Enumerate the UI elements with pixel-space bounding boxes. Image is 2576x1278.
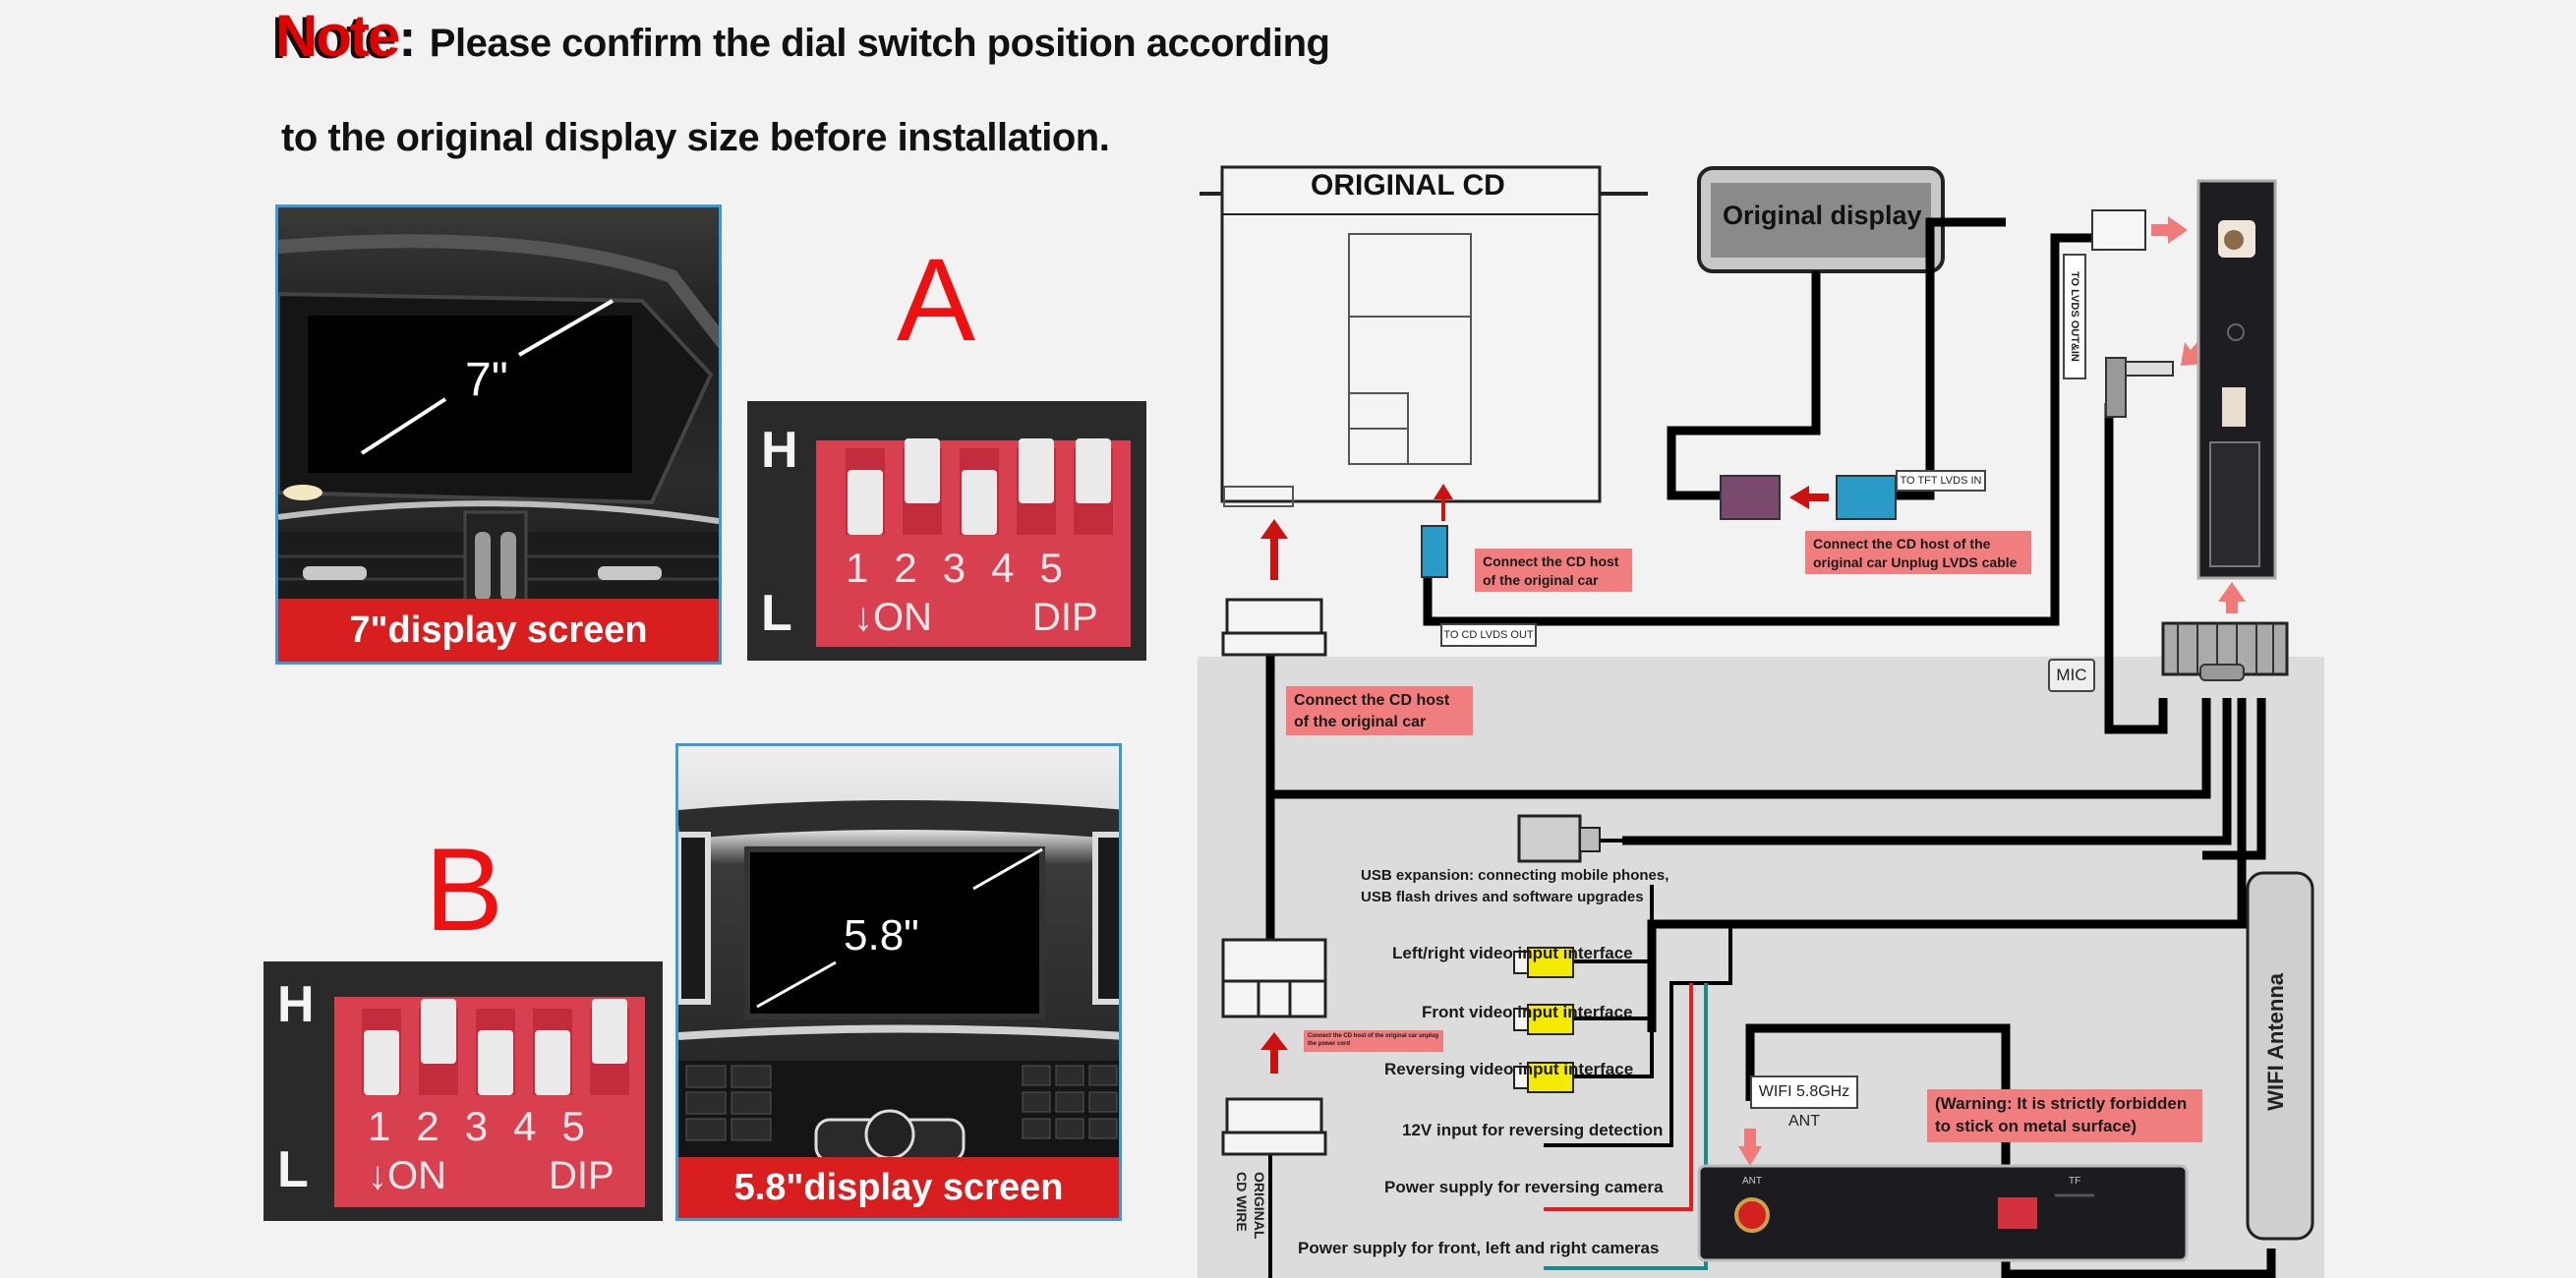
label-power-front-cameras: Power supply for front, left and right c… bbox=[1298, 1239, 1660, 1257]
dip-a-num-2: 2 bbox=[894, 545, 917, 591]
note-label: Note bbox=[275, 3, 400, 69]
dip-b-dip-label: DIP bbox=[549, 1154, 615, 1197]
dip-b-low-label: L bbox=[277, 1141, 309, 1198]
label-front-video: Front video input interface bbox=[1422, 1003, 1633, 1021]
callout-connect-cd-host-lvds: Connect the CD host of the original car … bbox=[1805, 531, 2031, 574]
dip-a-lever-2[interactable] bbox=[905, 438, 940, 503]
label-reversing-video: Reversing video input interface bbox=[1384, 1060, 1634, 1078]
tag-to-cd-lvds-out: TO CD LVDS OUT bbox=[1440, 623, 1537, 647]
dip-b-num-4: 4 bbox=[513, 1103, 537, 1149]
dip-b-num-3: 3 bbox=[464, 1103, 489, 1149]
display-photo-7in: 7" 7"display screen bbox=[275, 204, 722, 665]
option-letter-a: A bbox=[897, 234, 976, 366]
dip-b-lever-4[interactable] bbox=[535, 1030, 570, 1095]
callout-connect-cd-host-2: Connect the CD host of the original car bbox=[1286, 686, 1473, 735]
callout-warning: (Warning: It is strictly forbidden to st… bbox=[1927, 1089, 2202, 1142]
dip-b-num-1: 1 bbox=[368, 1103, 391, 1149]
dip-b-lever-3[interactable] bbox=[478, 1030, 513, 1095]
option-letter-b: B bbox=[425, 824, 504, 956]
harness-connector bbox=[2161, 621, 2289, 681]
dip-a-high-label: H bbox=[761, 422, 798, 479]
dip-b-num-5: 5 bbox=[561, 1103, 585, 1149]
note-text-line1: Please confirm the dial switch position … bbox=[429, 22, 1330, 65]
label-reversing-detect: 12V input for reversing detection bbox=[1402, 1121, 1664, 1139]
label-original-cd-wire: ORIGINAL CD WIRE bbox=[1234, 1172, 1267, 1240]
caption-5-8in: 5.8"display screen bbox=[678, 1157, 1119, 1218]
note-colon: : bbox=[398, 9, 416, 68]
dip-a-on-label: ↓ON bbox=[853, 596, 932, 639]
callout-connect-cd-host-power: Connect the CD host of the original car … bbox=[1304, 1030, 1443, 1052]
tag-wifi-5-8ghz-ant: WIFI 5.8GHz ANT bbox=[1750, 1075, 1858, 1130]
tag-to-lvds-out-in: TO LVDS OUT&IN bbox=[2063, 254, 2086, 379]
wifi-antenna-icon bbox=[2246, 871, 2314, 1241]
cd-connector-bottom bbox=[1221, 1097, 1327, 1156]
original-cd-title: ORIGINAL CD bbox=[1311, 169, 1505, 202]
screen-size-5-8in: 5.8" bbox=[844, 911, 919, 959]
blue-connector-icon bbox=[1421, 475, 1897, 578]
dip-a-lever-1[interactable] bbox=[848, 470, 883, 535]
original-display-label: Original display bbox=[1723, 201, 1922, 230]
dip-a-lever-3[interactable] bbox=[962, 470, 997, 535]
label-usb-expansion: USB expansion: connecting mobile phones,… bbox=[1361, 867, 1669, 905]
box-ant-label: ANT bbox=[1742, 1176, 1762, 1187]
dip-a-num-1: 1 bbox=[846, 545, 869, 591]
dip-a-numbers: 1 2 3 4 5 bbox=[846, 545, 1131, 592]
audio-jack-icon bbox=[2105, 357, 2174, 418]
dip-switch-a: H L 1 2 3 4 5 ↓ON DIP bbox=[747, 401, 1146, 661]
dip-a-num-5: 5 bbox=[1039, 545, 1063, 591]
interface-box-vertical bbox=[2196, 179, 2277, 580]
dip-b-num-2: 2 bbox=[416, 1103, 439, 1149]
original-cd-unit bbox=[1200, 165, 1648, 507]
cd-connector-top bbox=[1221, 598, 1327, 657]
dip-b-on-label: ↓ON bbox=[368, 1154, 446, 1197]
red-arrows bbox=[1260, 484, 1829, 1074]
dip-a-lever-5[interactable] bbox=[1076, 438, 1111, 503]
dip-a-lever-4[interactable] bbox=[1019, 438, 1054, 503]
screen-size-7in: 7" bbox=[465, 354, 508, 406]
dip-b-numbers: 1 2 3 4 5 bbox=[368, 1103, 653, 1150]
label-power-reversing-camera: Power supply for reversing camera bbox=[1384, 1178, 1664, 1196]
note-text-line2: to the original display size before inst… bbox=[281, 116, 1110, 159]
label-wifi-antenna: WIFI Antenna bbox=[2263, 973, 2288, 1111]
original-display-unit bbox=[1697, 166, 1945, 273]
dip-a-num-4: 4 bbox=[991, 545, 1015, 591]
dip-switch-b: H L 1 2 3 4 5 ↓ON DIP bbox=[263, 961, 663, 1221]
dip-b-lever-1[interactable] bbox=[364, 1030, 399, 1095]
box-tf-label: TF bbox=[2069, 1176, 2081, 1187]
dip-b-lever-5[interactable] bbox=[592, 999, 627, 1064]
interface-box-horizontal bbox=[1697, 1164, 2189, 1262]
tag-mic: MIC bbox=[2048, 659, 2095, 692]
dip-b-lever-2[interactable] bbox=[421, 999, 456, 1064]
usb-connector-icon bbox=[1517, 814, 1601, 863]
note-line-1: Note: Please confirm the dial switch pos… bbox=[275, 2, 1330, 71]
label-left-right-video: Left/right video input interface bbox=[1392, 944, 1633, 962]
tag-to-tft-lvds-in: TO TFT LVDS IN bbox=[1896, 470, 1986, 492]
cd-connector-middle bbox=[1221, 938, 1327, 1018]
dip-b-high-label: H bbox=[277, 976, 315, 1033]
caption-7in: 7"display screen bbox=[278, 599, 719, 662]
rca-connector-icons bbox=[1513, 947, 1574, 1093]
dip-a-dip-label: DIP bbox=[1032, 596, 1098, 639]
white-fakra-connector-icon bbox=[2091, 209, 2146, 251]
dip-a-num-3: 3 bbox=[942, 545, 966, 591]
dip-a-low-label: L bbox=[761, 585, 792, 642]
display-photo-5-8in: 5.8" 5.8"display screen bbox=[675, 743, 1122, 1221]
purple-connector-icon bbox=[1720, 475, 1781, 520]
callout-connect-cd-host-1: Connect the CD host of the original car bbox=[1475, 549, 1632, 592]
